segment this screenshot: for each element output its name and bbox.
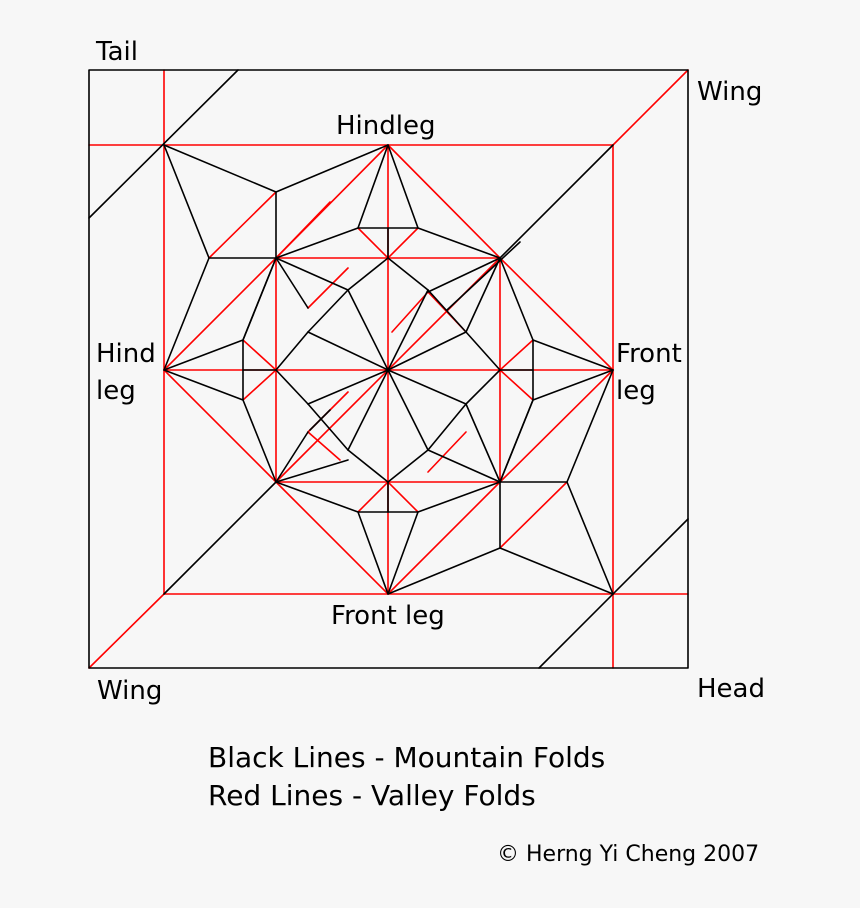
- legend: Black Lines - Mountain Folds Red Lines -…: [208, 739, 605, 815]
- label-wing-top-right: Wing: [697, 77, 763, 107]
- label-tail: Tail: [96, 37, 138, 67]
- legend-mountain: Black Lines - Mountain Folds: [208, 741, 606, 774]
- label-hindleg-top: Hindleg: [336, 111, 436, 141]
- label-frontleg-right-2: leg: [616, 376, 656, 406]
- label-hindleg-left-2: leg: [96, 376, 136, 406]
- label-head: Head: [697, 674, 765, 704]
- label-frontleg-bottom: Front leg: [331, 601, 445, 631]
- legend-valley: Red Lines - Valley Folds: [208, 779, 536, 812]
- label-frontleg-right-1: Front: [616, 339, 682, 369]
- label-hindleg-left-1: Hind: [96, 339, 156, 369]
- copyright-credit: © Herng Yi Cheng 2007: [497, 842, 760, 867]
- label-wing-bottom-left: Wing: [97, 676, 163, 706]
- mountain-folds: [88, 69, 689, 669]
